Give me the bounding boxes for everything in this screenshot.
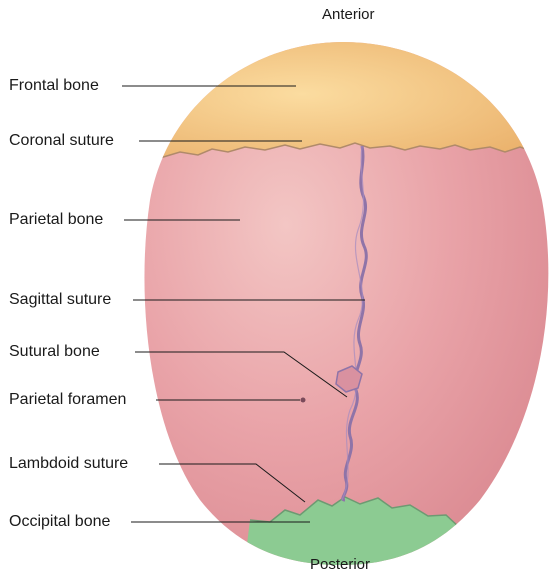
parietal-foramen-label: Parietal foramen (9, 391, 126, 409)
occipital-bone-label: Occipital bone (9, 513, 110, 531)
frontal-bone-label: Frontal bone (9, 77, 99, 95)
parietal-foramen-dot (301, 398, 306, 403)
lambdoid-suture-label: Lambdoid suture (9, 455, 128, 473)
sagittal-suture-label: Sagittal suture (9, 291, 111, 309)
frontal-bone-shape (130, 30, 556, 158)
coronal-suture-label: Coronal suture (9, 132, 114, 150)
parietal-bone-label: Parietal bone (9, 211, 103, 229)
anterior-label: Anterior (322, 6, 375, 24)
posterior-label: Posterior (310, 556, 370, 574)
sutural-bone-label: Sutural bone (9, 343, 100, 361)
